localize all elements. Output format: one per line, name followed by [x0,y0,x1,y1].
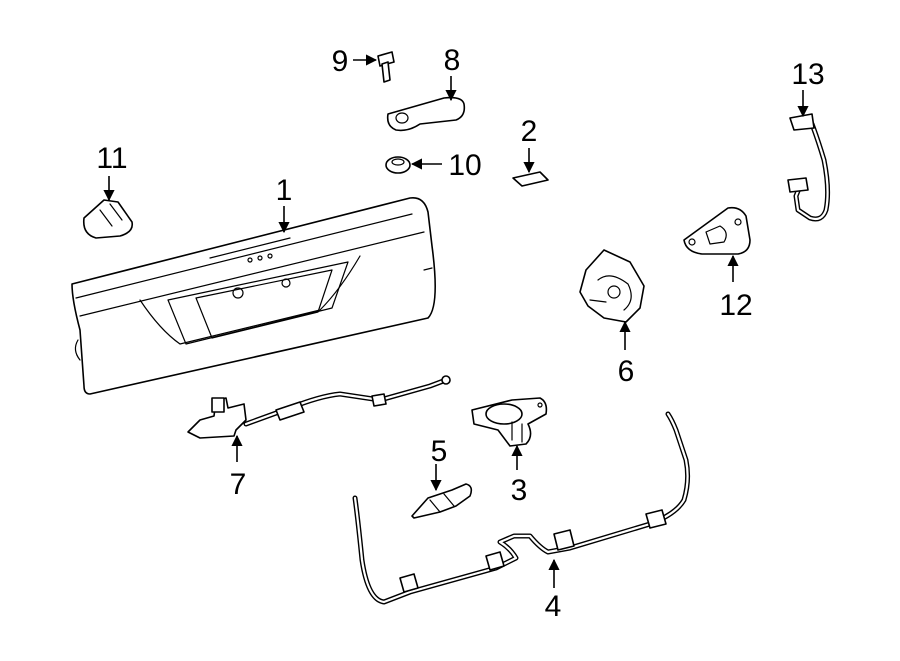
callout-10: 10 [448,149,481,182]
sensor-harness [787,113,831,222]
callout-11: 11 [96,142,127,175]
bumper-stop [82,199,134,239]
callout-7: 7 [230,468,247,501]
callout-3: 3 [511,474,528,507]
bolt [377,51,395,83]
grommet [385,156,411,174]
leader-arrows [103,54,809,588]
callout-6: 6 [618,355,635,388]
liftgate-panel [71,196,436,395]
callout-8: 8 [444,44,461,77]
striker-plate [683,206,751,255]
callout-9: 9 [332,45,349,78]
linkage-rods [352,411,691,605]
callout-1: 1 [276,174,293,207]
lock-actuator [471,397,548,447]
callout-4: 4 [545,590,562,623]
release-cable [187,375,451,439]
callout-13: 13 [791,58,824,91]
callout-5: 5 [431,435,448,468]
handle-bracket [411,483,473,519]
callout-labels: 1 2 3 4 5 6 7 8 9 10 11 12 13 [96,44,824,623]
callout-12: 12 [719,289,752,322]
label-plate [512,171,549,187]
latch-assembly [579,249,645,323]
callout-2: 2 [521,115,538,148]
arm-bracket [386,96,466,132]
